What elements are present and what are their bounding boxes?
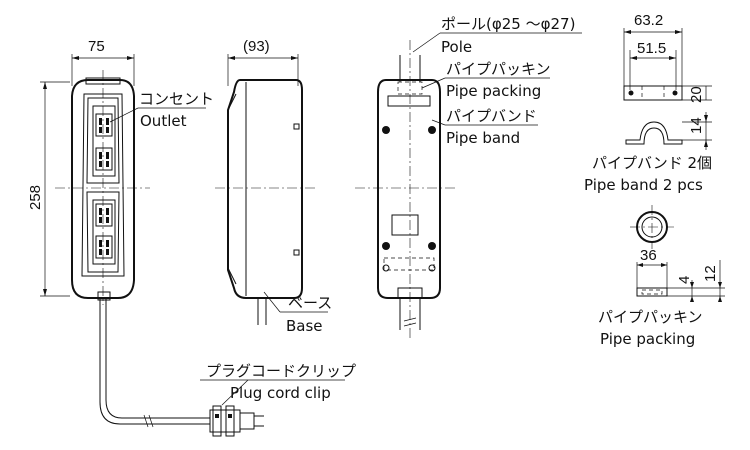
front-view: 75 258 bbox=[27, 38, 356, 437]
base-label-jp: ベース bbox=[288, 294, 332, 312]
pipe-band-label-en: Pipe band bbox=[446, 129, 520, 147]
pipe-band-label-jp: パイプバンド bbox=[446, 107, 537, 125]
packing-height-dimension: 12 bbox=[702, 265, 719, 282]
pipe-packing-label-jp: パイプパッキン bbox=[446, 60, 551, 78]
packing-inner-dimension: 4 bbox=[676, 276, 693, 284]
band-qty-label-en: Pipe band 2 pcs bbox=[584, 176, 703, 194]
plug-clip-label-en: Plug cord clip bbox=[230, 384, 331, 402]
band-pitch-dimension: 51.5 bbox=[637, 40, 666, 57]
pole-label-jp: ポール(φ25 ～φ27) bbox=[441, 15, 575, 33]
depth-dimension: (93) bbox=[243, 38, 270, 55]
outlet-lower bbox=[92, 199, 116, 265]
band-height-dimension: 14 bbox=[688, 117, 705, 134]
outlet-upper bbox=[92, 105, 116, 177]
pole-label-en: Pole bbox=[441, 38, 472, 56]
outlet-label-jp: コンセント bbox=[139, 90, 214, 108]
outlet-label-en: Outlet bbox=[140, 112, 187, 130]
rear-view: ポール(φ25 ～φ27) Pole パイプパッキン Pipe packing … bbox=[355, 15, 582, 340]
plug-clip-label-jp: プラグコードクリップ bbox=[206, 362, 356, 380]
band-width-dimension: 63.2 bbox=[634, 12, 663, 29]
width-dimension: 75 bbox=[88, 38, 105, 55]
band-qty-label-jp: パイプバンド 2個 bbox=[592, 154, 712, 172]
packing-diameter-dimension: 36 bbox=[640, 247, 657, 264]
plug bbox=[209, 405, 264, 437]
packing-part-label-en: Pipe packing bbox=[600, 330, 695, 348]
height-dimension: 258 bbox=[27, 185, 44, 210]
base-label-en: Base bbox=[286, 317, 323, 335]
pipe-packing-label-en: Pipe packing bbox=[446, 82, 541, 100]
pipe-packing-detail: 36 4 12 パイプパッキン Pipe packing bbox=[598, 205, 725, 348]
pipe-band-detail: 63.2 51.5 20 14 パイプバンド 2個 Pipe band 2 pc… bbox=[584, 12, 712, 194]
packing-part-label-jp: パイプパッキン bbox=[598, 308, 703, 326]
band-thickness-dimension: 20 bbox=[688, 86, 705, 103]
side-view: (93) ベース Base bbox=[215, 38, 332, 335]
